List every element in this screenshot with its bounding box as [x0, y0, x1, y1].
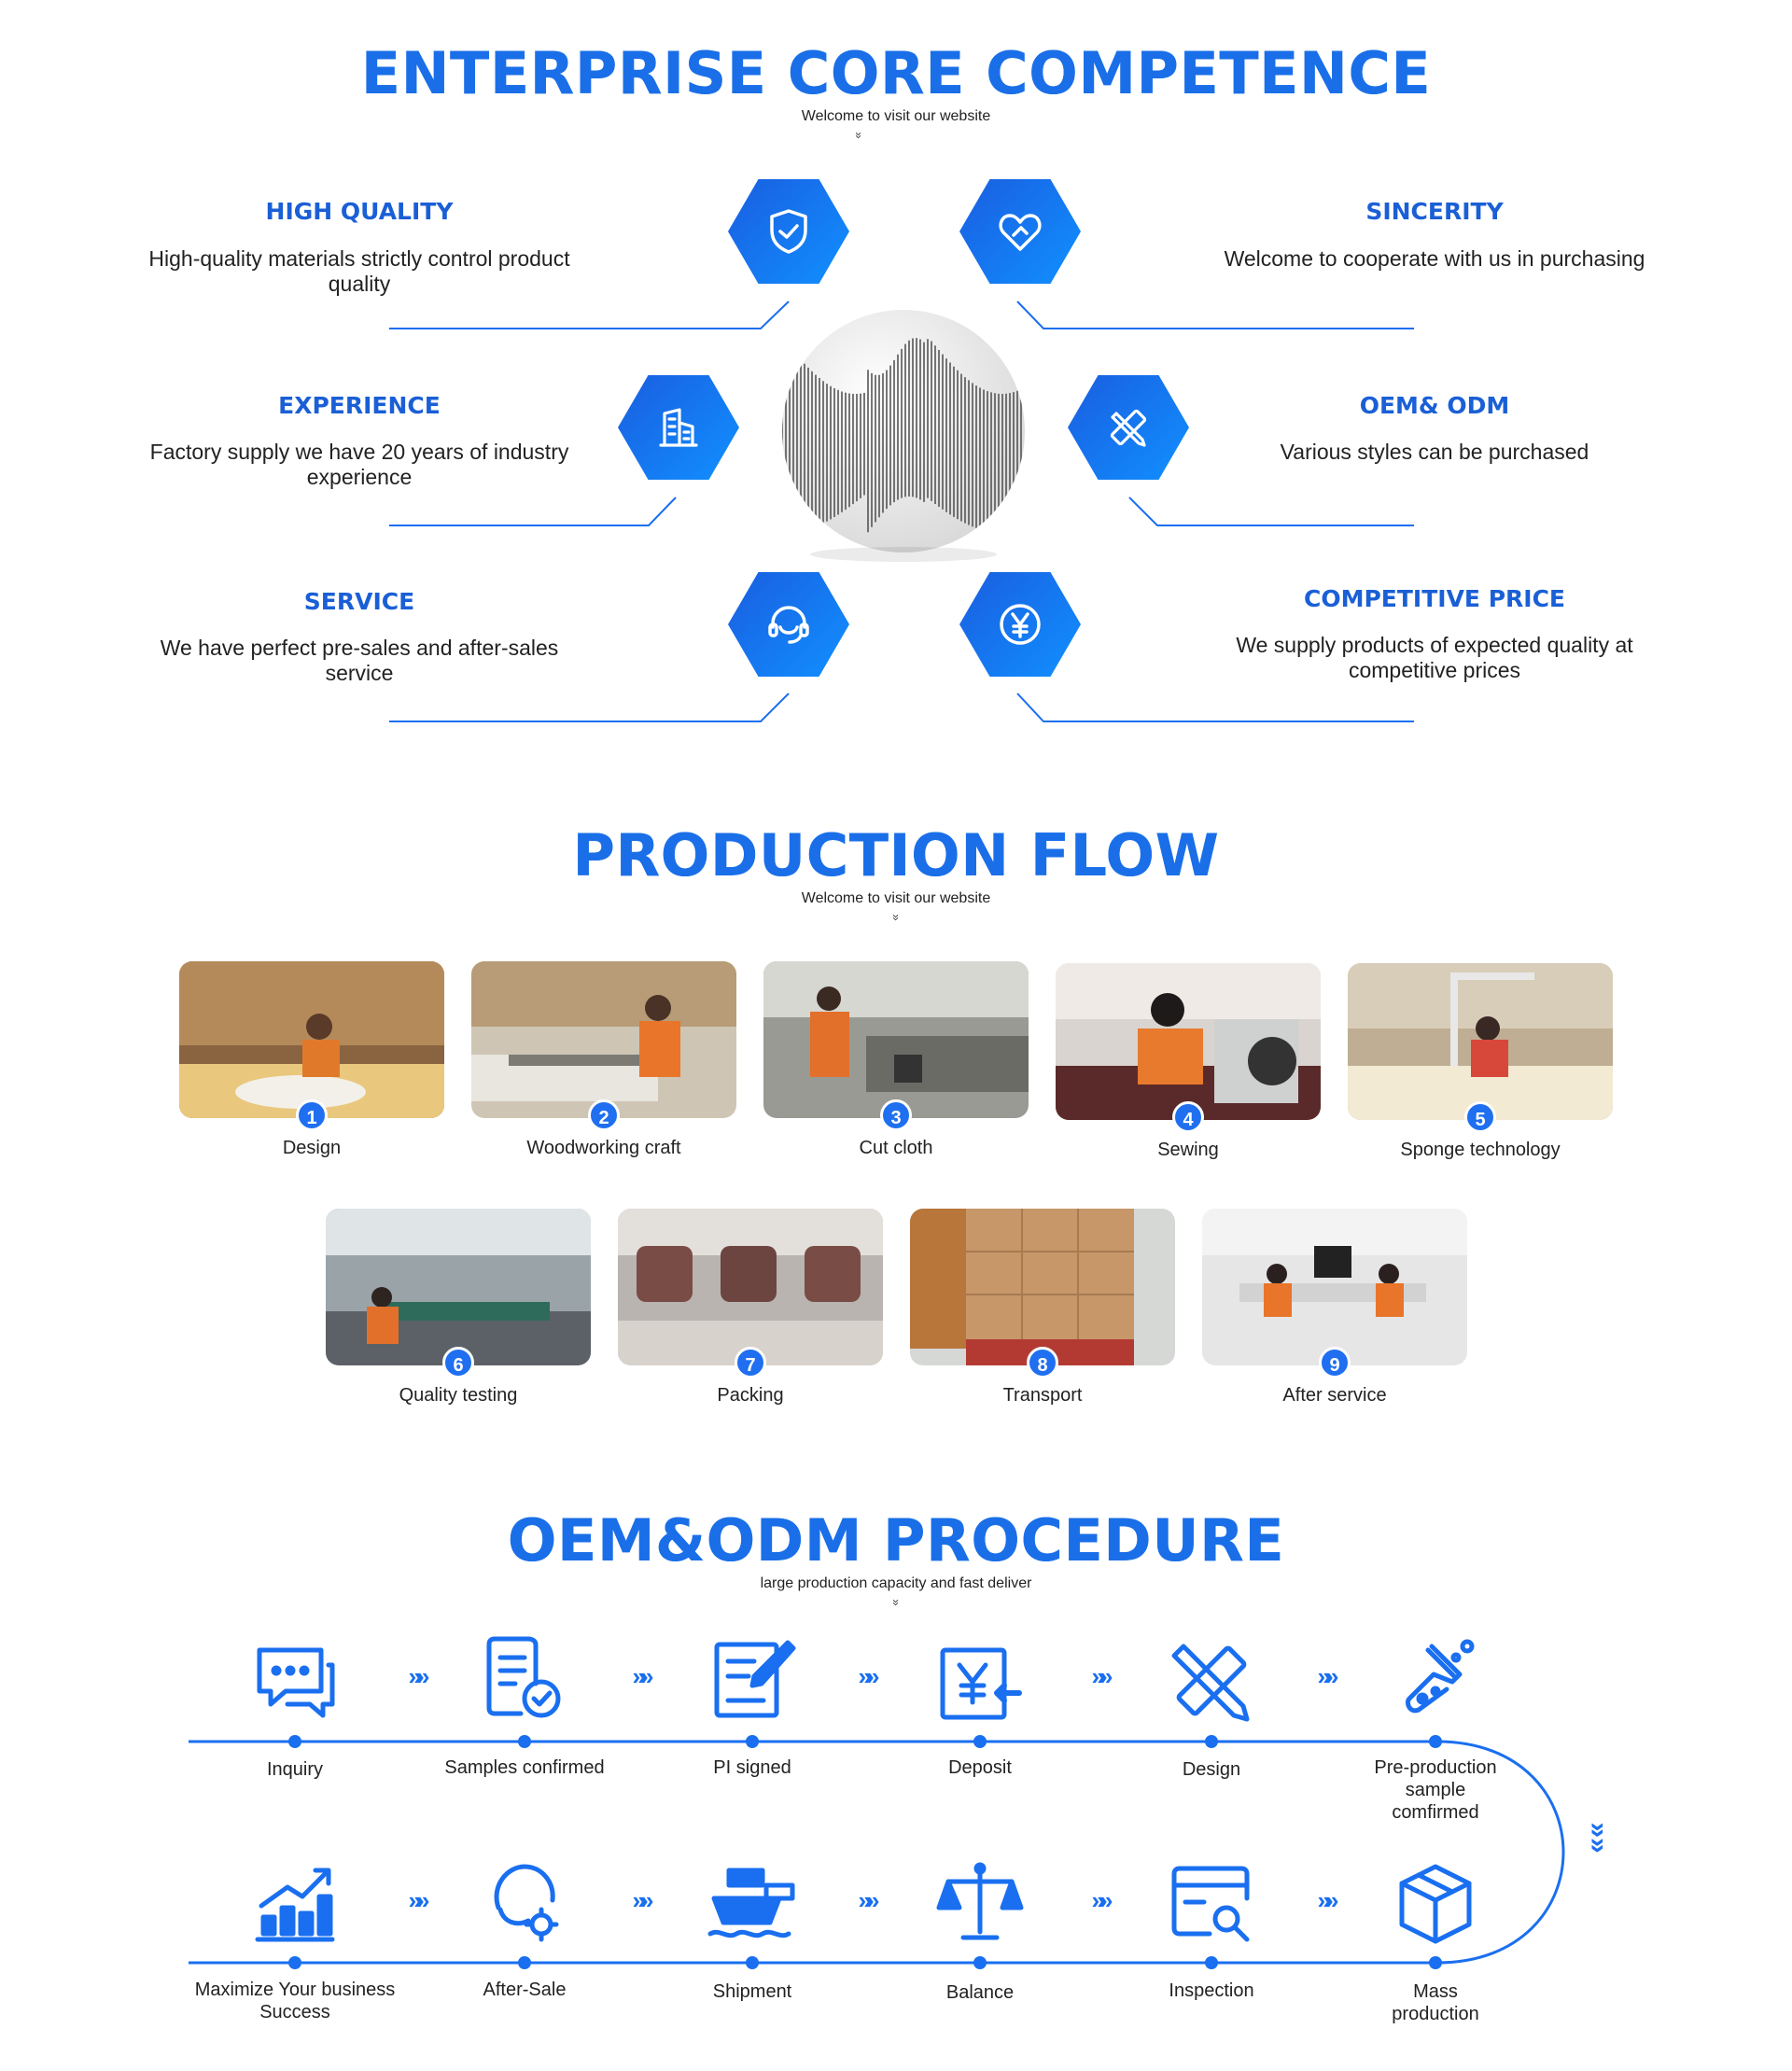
flow-step-number: 2	[588, 1099, 620, 1131]
flow-step-number: 8	[1027, 1347, 1058, 1378]
timeline-dot	[746, 1956, 759, 1969]
competence-item-title: HIGH QUALITY	[265, 198, 454, 225]
step-arrow-icon: »»	[632, 1662, 654, 1690]
flow-step-number: 1	[296, 1099, 328, 1131]
flow-photo-transport	[910, 1209, 1175, 1365]
flow-photo-cut-cloth	[763, 961, 1029, 1118]
headset-icon	[728, 572, 849, 677]
flow-step-label: Sewing	[1157, 1140, 1219, 1160]
globe-illustration	[782, 310, 1025, 562]
flow-step-number: 7	[735, 1347, 766, 1378]
inspection-icon	[1167, 1859, 1256, 1949]
timeline-dot	[518, 1956, 531, 1969]
flow-step-label: Design	[282, 1138, 342, 1158]
flow-step-label: After service	[1282, 1385, 1387, 1406]
timeline-dot	[288, 1735, 301, 1748]
chat-bubble-icon	[250, 1637, 340, 1727]
competence-item-title: COMPETITIVE PRICE	[1303, 585, 1566, 612]
step-arrow-icon: »»	[1317, 1662, 1339, 1690]
competence-item-desc: We supply products of expected quality a…	[1236, 633, 1633, 682]
competence-item-desc: High-quality materials strictly control …	[148, 246, 570, 296]
document-check-icon	[480, 1633, 569, 1723]
scale-icon	[935, 1857, 1025, 1947]
competence-item-title: EXPERIENCE	[278, 392, 441, 419]
competence-item-desc: Various styles can be purchased	[1280, 440, 1589, 464]
step-arrow-icon: »»	[408, 1886, 430, 1914]
flow-photo-after-service	[1202, 1209, 1467, 1365]
timeline-dot	[518, 1735, 531, 1748]
step-arrow-icon: »»	[408, 1662, 430, 1690]
flow-step-number: 3	[880, 1099, 912, 1131]
flow-step-label: Quality testing	[399, 1385, 518, 1406]
flask-icon	[1391, 1633, 1480, 1723]
procedure-step-label: Pre-production sample comfirmed	[1374, 1757, 1497, 1823]
timeline-dot	[973, 1956, 987, 1969]
competence-item-title: OEM& ODM	[1359, 392, 1510, 419]
competence-item-desc: We have perfect pre-sales and after-sale…	[160, 636, 559, 685]
step-arrow-icon: »»	[1091, 1662, 1113, 1690]
flow-photo-quality-testing	[326, 1209, 591, 1365]
competence-title: ENTERPRISE CORE COMPETENCE	[0, 39, 1792, 107]
flow-photo-sewing	[1056, 963, 1321, 1120]
step-arrow-icon: »»	[632, 1886, 654, 1914]
factory-icon	[618, 375, 739, 480]
flow-step-number: 9	[1319, 1347, 1351, 1378]
competence-item-desc: Welcome to cooperate with us in purchasi…	[1224, 246, 1645, 271]
cargo-ship-icon	[705, 1857, 802, 1947]
timeline-dot	[1205, 1956, 1218, 1969]
flow-step-label: Woodworking craft	[526, 1138, 681, 1158]
procedure-step-label: Balance	[945, 1982, 1015, 2003]
yen-payment-icon	[935, 1639, 1025, 1728]
procedure-step-label: Design	[1182, 1759, 1241, 1780]
competence-subtitle: Welcome to visit our website	[801, 108, 991, 124]
flow-photo-packing	[618, 1209, 883, 1365]
shield-check-icon	[728, 179, 849, 284]
flow-photo-design	[179, 961, 444, 1118]
support-gear-icon	[480, 1857, 569, 1947]
procedure-step-label: Inspection	[1169, 1980, 1254, 2001]
pencil-ruler-icon	[1167, 1637, 1256, 1727]
growth-chart-icon	[250, 1857, 340, 1947]
procedure-subtitle: large production capacity and fast deliv…	[760, 1575, 1032, 1591]
flow-photo-sponge	[1348, 963, 1613, 1120]
procedure-title: OEM&ODM PROCEDURE	[0, 1506, 1792, 1574]
timeline-dot	[288, 1956, 301, 1969]
procedure-step-label: Deposit	[948, 1757, 1012, 1778]
procedure-step-label: After-Sale	[483, 1980, 567, 2000]
flow-step-label: Transport	[1002, 1385, 1083, 1406]
competence-item-desc: Factory supply we have 20 years of indus…	[149, 440, 569, 489]
flow-step-number: 5	[1464, 1101, 1496, 1133]
flow-step-label: Sponge technology	[1400, 1140, 1561, 1160]
timeline-dot	[973, 1735, 987, 1748]
procedure-step-label: Samples confirmed	[444, 1757, 605, 1778]
competence-connector-lines	[389, 301, 1414, 722]
procedure-step-label: PI signed	[713, 1757, 791, 1778]
procedure-chevron-icon: »	[889, 1599, 903, 1606]
flow-subtitle: Welcome to visit our website	[801, 890, 991, 906]
box-icon	[1391, 1859, 1480, 1949]
step-arrow-icon: »»	[858, 1886, 880, 1914]
flow-title: PRODUCTION FLOW	[0, 821, 1792, 889]
competence-item-title: SINCERITY	[1365, 198, 1504, 225]
procedure-step-label: Mass production	[1392, 1981, 1479, 2024]
flow-chevron-icon: »	[889, 914, 903, 921]
timeline-dot	[1429, 1735, 1442, 1748]
step-arrow-icon: »»	[858, 1662, 880, 1690]
step-arrow-icon: »»	[1317, 1886, 1339, 1914]
flow-photo-woodworking	[471, 961, 736, 1118]
procedure-step-label: Inquiry	[266, 1759, 324, 1780]
step-arrow-icon: »»	[1091, 1886, 1113, 1914]
timeline-dot	[1429, 1956, 1442, 1969]
procedure-step-label: Shipment	[712, 1981, 792, 2002]
flow-step-label: Cut cloth	[859, 1138, 933, 1158]
timeline-down-arrow-icon: »»	[1583, 1822, 1615, 1854]
timeline-dot	[1205, 1735, 1218, 1748]
procedure-step-label: Maximize Your business Success	[194, 1980, 396, 2022]
sign-document-icon	[707, 1635, 797, 1725]
competence-item-title: SERVICE	[303, 588, 415, 615]
flow-step-number: 4	[1172, 1101, 1204, 1133]
timeline-dot	[746, 1735, 759, 1748]
flow-step-label: Packing	[717, 1385, 784, 1406]
flow-step-number: 6	[442, 1347, 474, 1378]
